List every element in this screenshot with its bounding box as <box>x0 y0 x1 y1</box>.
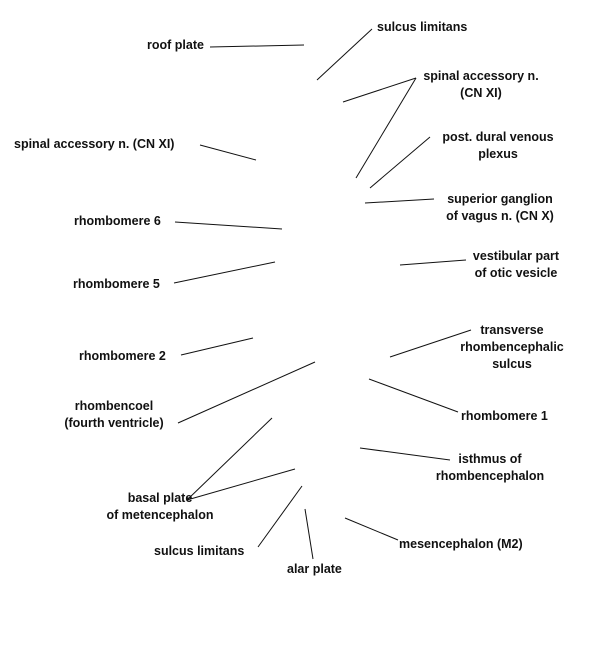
leader-transverse-sulcus <box>389 329 472 358</box>
label-isthmus-line-2: rhombencephalon <box>435 469 545 483</box>
label-transverse-sulcus-line-2: rhombencephalic <box>460 340 564 354</box>
leader-basal-plate-b <box>186 468 296 501</box>
leader-spinal-accessory-right-b <box>355 77 417 179</box>
label-superior-ganglion: superior ganglion of vagus n. (CN X) <box>436 191 564 225</box>
label-vestibular-part-line-1: vestibular part <box>472 249 560 263</box>
leader-rhombomere-5 <box>173 261 276 284</box>
leader-basal-plate-a <box>186 417 273 501</box>
label-roof-plate: roof plate <box>147 38 204 52</box>
label-rhombomere-5: rhombomere 5 <box>73 277 160 291</box>
label-vestibular-part-line-2: of otic vesicle <box>474 266 558 280</box>
label-rhombomere-6: rhombomere 6 <box>74 214 161 228</box>
label-spinal-accessory-right-line-1: spinal accessory n. <box>423 69 539 83</box>
label-rhombencoel-line-1: rhombencoel <box>74 399 154 413</box>
label-transverse-sulcus-line-1: transverse <box>480 323 544 337</box>
leader-spinal-accessory-right-a <box>342 77 417 103</box>
label-transverse-sulcus: transverse rhombencephalic sulcus <box>452 322 572 373</box>
leader-alar-plate <box>304 508 314 560</box>
leader-post-dural-plexus <box>369 136 431 189</box>
leader-rhombomere-6 <box>174 221 283 230</box>
leader-spinal-accessory-left <box>199 144 257 161</box>
label-spinal-accessory-left: spinal accessory n. (CN XI) <box>14 137 175 151</box>
leader-rhombomere-1 <box>368 378 459 413</box>
label-rhombencoel: rhombencoel (fourth ventricle) <box>50 398 178 432</box>
label-rhombencoel-line-2: (fourth ventricle) <box>64 416 164 430</box>
leader-rhombomere-2 <box>180 337 254 356</box>
label-post-dural-venous-plexus: post. dural venous plexus <box>432 129 564 163</box>
label-vestibular-part: vestibular part of otic vesicle <box>466 248 566 282</box>
leader-sulcus-limitans-bottom <box>257 485 303 548</box>
label-basal-plate: basal plate of metencephalon <box>90 490 230 524</box>
label-isthmus: isthmus of rhombencephalon <box>428 451 552 485</box>
label-isthmus-line-1: isthmus of <box>458 452 522 466</box>
label-sulcus-limitans-bottom: sulcus limitans <box>154 544 245 558</box>
label-rhombomere-2: rhombomere 2 <box>79 349 166 363</box>
label-rhombomere-1: rhombomere 1 <box>461 409 548 423</box>
label-basal-plate-line-2: of metencephalon <box>106 508 214 522</box>
label-spinal-accessory-right-line-2: (CN XI) <box>460 86 502 100</box>
label-superior-ganglion-line-2: of vagus n. (CN X) <box>446 209 554 223</box>
leader-rhombencoel <box>177 361 316 424</box>
leader-vestibular-part <box>399 259 467 266</box>
label-post-dural-venous-plexus-line-2: plexus <box>478 147 518 161</box>
leader-roof-plate <box>209 44 305 48</box>
label-mesencephalon: mesencephalon (M2) <box>399 537 523 551</box>
label-sulcus-limitans-top: sulcus limitans <box>377 20 468 34</box>
leader-mesencephalon <box>344 517 399 541</box>
leader-superior-ganglion <box>364 198 435 204</box>
label-transverse-sulcus-line-3: sulcus <box>492 357 532 371</box>
leader-sulcus-limitans-top <box>316 28 373 81</box>
label-alar-plate: alar plate <box>287 562 342 576</box>
leader-isthmus <box>359 447 451 461</box>
label-basal-plate-line-1: basal plate <box>127 491 193 505</box>
label-superior-ganglion-line-1: superior ganglion <box>447 192 553 206</box>
label-post-dural-venous-plexus-line-1: post. dural venous <box>442 130 554 144</box>
label-spinal-accessory-right: spinal accessory n. (CN XI) <box>419 68 543 102</box>
